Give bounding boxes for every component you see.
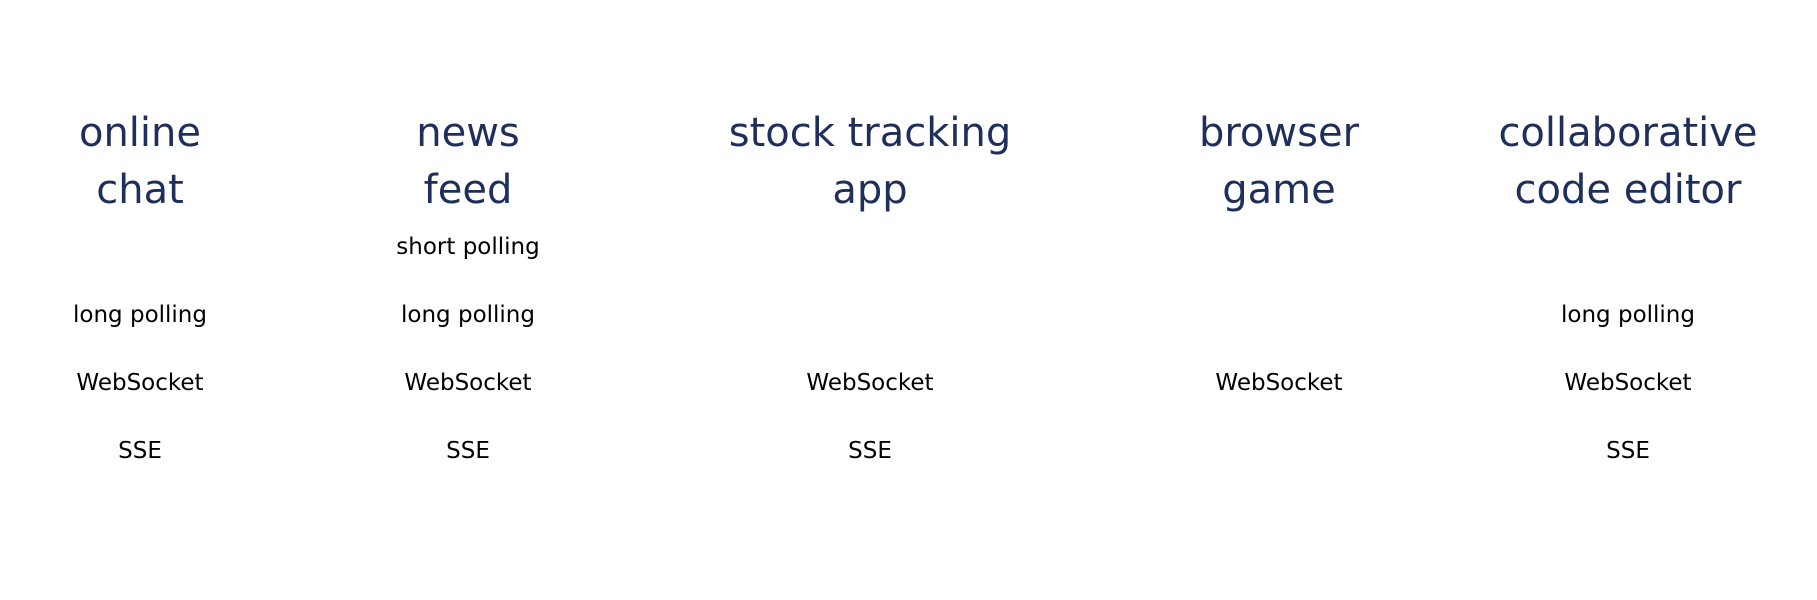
tech-item: WebSocket <box>1564 370 1692 396</box>
column-title-line: feed <box>423 167 513 213</box>
column-title: online chat <box>0 105 310 219</box>
column-browser-game: browser game WebSocket <box>1109 105 1449 491</box>
column-title-line: game <box>1222 167 1336 213</box>
tech-list: long polling WebSocket SSE <box>1458 213 1798 485</box>
column-collaborative-code-editor: collaborative code editor long polling W… <box>1458 105 1798 491</box>
tech-item: WebSocket <box>76 370 204 396</box>
column-title-line: browser <box>1198 110 1360 156</box>
tech-item: SSE <box>446 438 490 464</box>
column-title-line: news <box>416 110 520 156</box>
column-title-line: stock tracking <box>728 110 1012 156</box>
tech-item: WebSocket <box>1215 370 1343 396</box>
tech-list: WebSocket SSE <box>700 213 1040 485</box>
column-title: stock tracking app <box>700 105 1040 219</box>
tech-item: long polling <box>73 302 207 328</box>
tech-item: short polling <box>396 234 540 260</box>
tech-list: long polling WebSocket SSE <box>0 213 310 485</box>
tech-item: long polling <box>401 302 535 328</box>
column-stock-tracking-app: stock tracking app WebSocket SSE <box>700 105 1040 491</box>
tech-item: WebSocket <box>404 370 532 396</box>
tech-item: WebSocket <box>806 370 934 396</box>
column-title: collaborative code editor <box>1458 105 1798 219</box>
tech-item: SSE <box>1606 438 1650 464</box>
column-title: browser game <box>1109 105 1449 219</box>
tech-list: short polling long polling WebSocket SSE <box>298 213 638 485</box>
column-title-line: app <box>832 167 908 213</box>
column-title-line: code editor <box>1514 167 1742 213</box>
tech-list: WebSocket <box>1109 213 1449 485</box>
tech-item: SSE <box>848 438 892 464</box>
column-news-feed: news feed short polling long polling Web… <box>298 105 638 491</box>
column-title-line: collaborative <box>1498 110 1758 156</box>
tech-item: SSE <box>118 438 162 464</box>
column-title: news feed <box>298 105 638 219</box>
column-title-line: online <box>78 110 201 156</box>
tech-item: long polling <box>1561 302 1695 328</box>
column-title-line: chat <box>96 167 184 213</box>
column-online-chat: online chat long polling WebSocket SSE <box>0 105 310 491</box>
